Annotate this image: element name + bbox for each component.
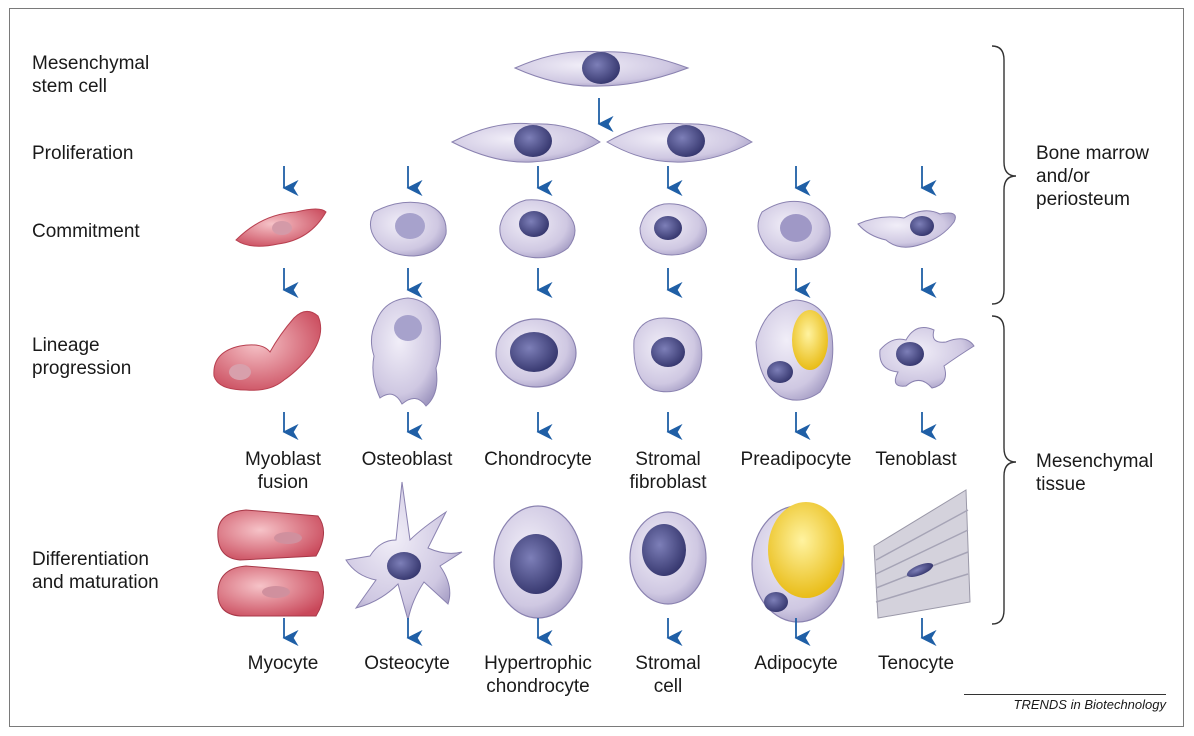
committed-preadipocyte: [758, 201, 830, 260]
bracket-bone-marrow: [992, 46, 1016, 304]
chondrocyte-cell: [496, 319, 576, 387]
stage-label-lineage-progression: Lineage progression: [32, 334, 131, 380]
stage-label-commitment: Commitment: [32, 220, 140, 243]
osteocyte-cell: [346, 482, 462, 620]
label-stromal-cell: Stromal cell: [598, 652, 738, 698]
label-myoblast-fusion: Myoblast fusion: [213, 448, 353, 494]
source-credit: TRENDS in Biotechnology: [964, 694, 1166, 713]
daughter-cell-right: [607, 123, 752, 162]
stage-label-mesenchymal-stem-cell: Mesenchymal stem cell: [32, 52, 149, 98]
stromal-cell-img: [630, 512, 706, 604]
label-myocyte: Myocyte: [213, 652, 353, 675]
committed-stromal: [640, 204, 707, 255]
stage-label-proliferation: Proliferation: [32, 142, 133, 165]
committed-myoblast: [236, 209, 326, 246]
myoblast: [214, 311, 321, 390]
committed-osteoprogenitor: [370, 202, 446, 256]
daughter-cell-left: [452, 123, 600, 162]
tenocyte-cell: [874, 490, 970, 618]
myocyte-cell: [218, 510, 324, 616]
label-stromal-fibroblast: Stromal fibroblast: [598, 448, 738, 494]
label-osteocyte: Osteocyte: [337, 652, 477, 675]
label-chondrocyte: Chondrocyte: [468, 448, 608, 471]
label-preadipocyte: Preadipocyte: [726, 448, 866, 471]
label-mesenchymal-tissue: Mesenchymal tissue: [1036, 450, 1153, 496]
committed-chondroprogenitor: [500, 200, 575, 258]
committed-tenoblast: [858, 211, 955, 247]
preadipocyte-cell: [756, 300, 833, 400]
label-tenocyte: Tenocyte: [846, 652, 986, 675]
stem-cell: [515, 51, 688, 86]
tenoblast-cell: [880, 328, 974, 388]
stage-label-differentiation: Differentiation and maturation: [32, 548, 159, 594]
bracket-mesenchymal-tissue: [992, 316, 1016, 624]
label-hypertrophic-chondrocyte: Hypertrophic chondrocyte: [468, 652, 608, 698]
label-osteoblast: Osteoblast: [337, 448, 477, 471]
hypertrophic-chondrocyte-cell: [494, 506, 582, 618]
stromal-fibroblast-cell: [634, 318, 702, 392]
label-tenoblast: Tenoblast: [846, 448, 986, 471]
osteoblast: [371, 298, 440, 406]
adipocyte-cell: [752, 502, 844, 622]
label-bone-marrow-periosteum: Bone marrow and/or periosteum: [1036, 142, 1149, 211]
label-adipocyte: Adipocyte: [726, 652, 866, 675]
